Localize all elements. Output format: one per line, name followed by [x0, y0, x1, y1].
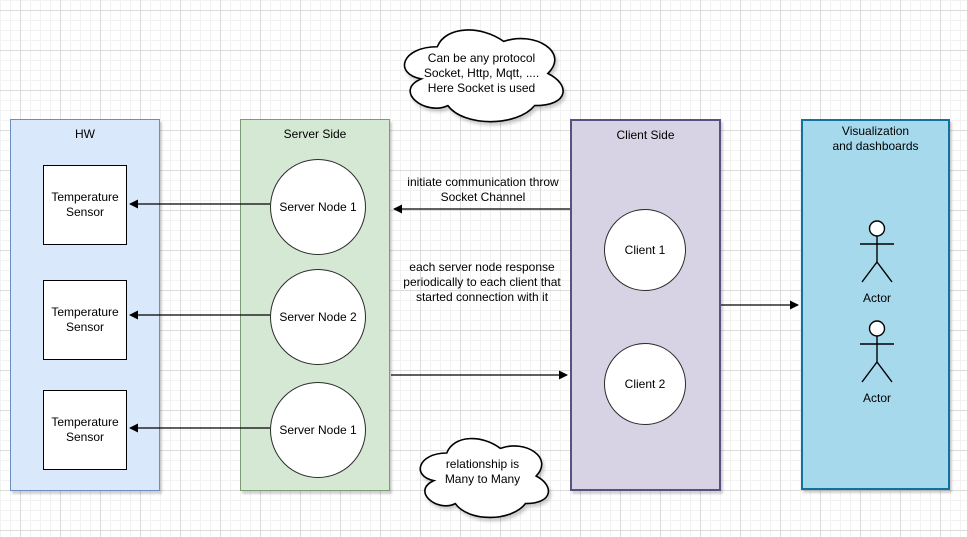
- actor-icon: [860, 220, 894, 283]
- client-1: Client 1: [604, 209, 686, 291]
- temperature-sensor-3: Temperature Sensor: [43, 390, 127, 470]
- client-side-title: Client Side: [616, 128, 675, 142]
- hw-container: HW Temperature Sensor Temperature Sensor…: [10, 119, 160, 491]
- temperature-sensor-1: Temperature Sensor: [43, 165, 127, 245]
- temperature-sensor-2: Temperature Sensor: [43, 280, 127, 360]
- server-side-container: Server Side Server Node 1 Server Node 2 …: [240, 119, 390, 491]
- visualization-title: Visualization and dashboards: [832, 124, 919, 153]
- server-node-3: Server Node 1: [270, 382, 366, 478]
- actor-icon: [860, 320, 894, 383]
- server-response-label: each server node response periodically t…: [403, 260, 561, 304]
- server-node-2: Server Node 2: [270, 269, 366, 365]
- visualization-container: Visualization and dashboards Actor Actor: [801, 119, 950, 490]
- cloud-shape-icon: [393, 20, 570, 127]
- hw-title: HW: [75, 127, 95, 141]
- initiate-communication-label: initiate communication throw Socket Chan…: [407, 175, 559, 204]
- protocol-cloud: Can be any protocol Socket, Http, Mqtt, …: [393, 20, 570, 127]
- relationship-cloud-text: relationship is Many to Many: [444, 457, 521, 486]
- actor-label: Actor: [862, 391, 891, 405]
- cloud-shape-icon: [411, 430, 554, 522]
- server-node-1: Server Node 1: [270, 159, 366, 255]
- client-side-container: Client Side Client 1 Client 2: [570, 119, 721, 491]
- client-2: Client 2: [604, 343, 686, 425]
- server-side-title: Server Side: [283, 127, 347, 141]
- relationship-cloud: relationship is Many to Many: [411, 430, 554, 522]
- actor-2: Actor: [855, 320, 899, 405]
- protocol-cloud-text: Can be any protocol Socket, Http, Mqtt, …: [423, 51, 540, 95]
- actor-1: Actor: [855, 220, 899, 305]
- actor-label: Actor: [862, 291, 891, 305]
